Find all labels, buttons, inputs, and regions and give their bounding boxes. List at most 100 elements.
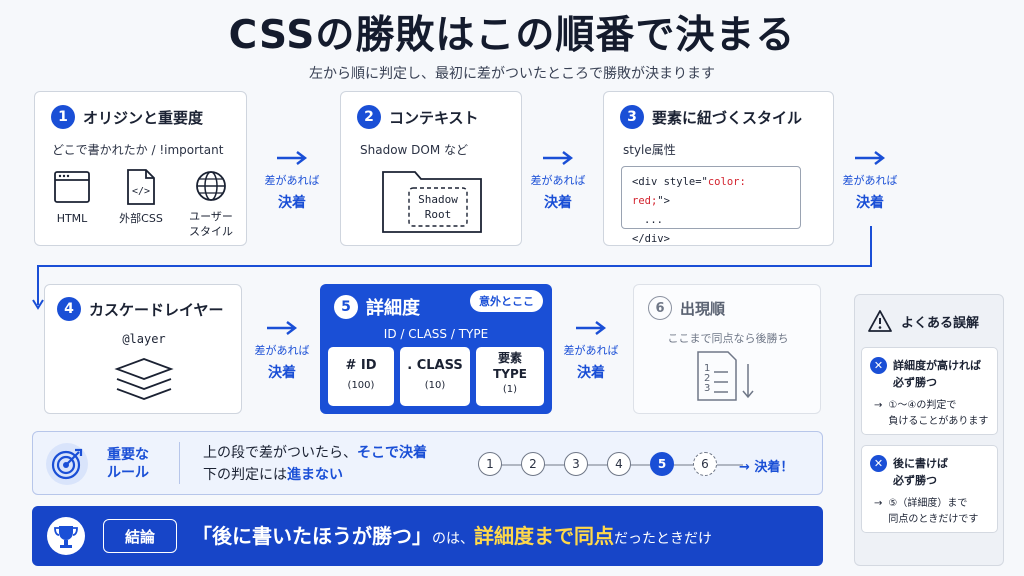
rule-text: 上の段で差がついたら、そこで決着 下の判定には進まない xyxy=(203,442,427,487)
spec-box-id: # ID (100) xyxy=(328,347,394,406)
step-2-desc: Shadow DOM など xyxy=(360,143,469,157)
code-dots: ... xyxy=(644,213,663,226)
class-label: CLASS xyxy=(416,358,463,373)
step-3-title: 要素に紐づくスタイル xyxy=(652,108,803,127)
conclusion-part3: 詳細度まで同点 xyxy=(474,524,614,548)
conclusion-label-box: 結論 xyxy=(103,519,177,553)
step-2-card: 2 コンテキスト Shadow DOM など Shadow Root xyxy=(340,91,522,246)
misconceptions-panel: よくある誤解 ✕ 詳細度が高ければ 必ず勝つ → ①〜④の判定で 負けることがあ… xyxy=(854,294,1004,566)
connector-4-line1: 差があれば xyxy=(254,344,310,357)
flow-step-4: 4 xyxy=(607,452,631,476)
spec-box-type: 要素 TYPE (1) xyxy=(476,347,544,406)
right-arrow-icon xyxy=(576,321,606,335)
trophy-icon xyxy=(47,517,85,555)
misconception-2-body: ⑤（詳細度）まで 同点のときだけです xyxy=(888,498,979,525)
rule-line2-a: 下の判定には xyxy=(203,467,287,484)
page-title: CSSの勝敗はこの順番で決まる xyxy=(228,13,796,58)
connector-4: 差があれば 決着 xyxy=(252,320,312,382)
right-arrow-icon xyxy=(543,151,573,165)
step-6-card: 6 出現順 ここまで同点なら後勝ち 1 2 3 xyxy=(633,284,821,414)
conclusion-label: 結論 xyxy=(124,527,155,546)
class-value: (10) xyxy=(424,380,446,391)
flow-step-2: 2 xyxy=(521,452,545,476)
list-num-1: 1 xyxy=(704,363,711,374)
globe-icon xyxy=(196,171,226,201)
warning-icon xyxy=(868,310,892,332)
important-rule-bar: 重要な ルール 上の段で差がついたら、そこで決着 下の判定には進まない 1 2 … xyxy=(32,431,823,495)
id-value: (100) xyxy=(347,380,375,391)
step-4-card: 4 カスケードレイヤー @layer xyxy=(44,284,242,414)
step-1-title: オリジンと重要度 xyxy=(83,108,204,127)
connector-1-line2: 決着 xyxy=(278,195,306,211)
step-5-card: 5 詳細度 意外とここ ID / CLASS / TYPE # ID (100)… xyxy=(320,284,552,414)
connector-5: 差があれば 決着 xyxy=(561,320,621,382)
page-subtitle: 左から順に判定し、最初に差がついたところで勝敗が決まります xyxy=(309,66,715,82)
step-5-badge-text: 意外とここ xyxy=(479,295,534,308)
step-5-subtitle: ID / CLASS / TYPE xyxy=(383,327,489,341)
conclusion-part1: 「後に書いたほうが勝つ」 xyxy=(192,524,432,548)
code-open: <div style=" xyxy=(632,176,708,188)
shadow-root-label: Shadow Root xyxy=(418,193,458,221)
misconception-1-head: 詳細度が高ければ 必ず勝つ xyxy=(893,359,981,390)
connector-1: 差があれば 決着 xyxy=(262,150,322,212)
connector-2: 差があれば 決着 xyxy=(528,150,588,212)
right-arrow-icon xyxy=(277,151,307,165)
misconception-2: ✕ 後に書けば 必ず勝つ → ⑤（詳細度）まで 同点のときだけです xyxy=(861,445,998,533)
flow-step-1: 1 xyxy=(478,452,502,476)
connector-2-line2: 決着 xyxy=(544,195,572,211)
list-num-2: 2 xyxy=(704,373,711,384)
rule-line2-b: 進まない xyxy=(287,467,343,484)
connector-2-line1: 差があれば xyxy=(530,174,586,187)
id-label: ID xyxy=(360,358,377,373)
user-style-item: ユーザー スタイル xyxy=(181,169,241,240)
list-num-3: 3 xyxy=(704,383,711,394)
step-1-card: 1 オリジンと重要度 どこで書かれたか / !important HTML </… xyxy=(34,91,247,246)
flow-step-3: 3 xyxy=(564,452,588,476)
step-1-number: 1 xyxy=(51,105,75,129)
code-attr: color: red; xyxy=(632,176,746,207)
html-label: HTML xyxy=(56,212,88,225)
conclusion-text: 「後に書いたほうが勝つ」のは、詳細度まで同点だったときだけ xyxy=(192,520,712,549)
browser-window-icon xyxy=(54,171,90,203)
step-4-title: カスケードレイヤー xyxy=(89,300,224,319)
x-icon: ✕ xyxy=(870,357,887,374)
rule-divider xyxy=(179,442,180,484)
x-icon: ✕ xyxy=(870,455,887,472)
html-item: HTML xyxy=(52,170,92,227)
misconception-1-arrow: → xyxy=(874,400,883,411)
connector-1-line1: 差があれば xyxy=(264,174,320,187)
rule-label: 重要な ルール xyxy=(107,447,149,482)
user-style-label: ユーザー スタイル xyxy=(189,210,233,238)
step-6-number: 6 xyxy=(648,296,672,320)
ordered-list-icon xyxy=(697,351,754,401)
connector-5-line1: 差があれば xyxy=(563,344,619,357)
layer-code: @layer xyxy=(122,332,166,346)
misconception-2-head: 後に書けば 必ず勝つ xyxy=(893,457,948,488)
code-close: "> xyxy=(657,194,670,207)
step-6-desc: ここまで同点なら後勝ち xyxy=(667,332,789,345)
misconception-2-arrow: → xyxy=(874,498,883,509)
rule-line1-a: 上の段で差がついたら、 xyxy=(203,445,357,461)
step-6-title: 出現順 xyxy=(680,299,726,318)
code-file-icon: </> xyxy=(127,169,155,205)
connector-3-line1: 差があれば xyxy=(842,174,898,187)
target-icon xyxy=(46,443,88,485)
connector-3: 差があれば 決着 xyxy=(840,150,900,212)
step-1-desc: どこで書かれたか / !important xyxy=(52,143,224,157)
code-end: </div> xyxy=(632,232,670,245)
connector-3-line2: 決着 xyxy=(856,195,884,211)
step-5-badge: 意外とここ xyxy=(470,290,543,312)
connector-4-line2: 決着 xyxy=(268,365,296,381)
step-3-card: 3 要素に紐づくスタイル style属性 <div style="color: … xyxy=(603,91,834,246)
class-symbol: . xyxy=(407,358,413,373)
external-css-item: </> 外部CSS xyxy=(111,168,171,227)
right-arrow-icon xyxy=(267,321,297,335)
connector-5-line2: 決着 xyxy=(577,365,605,381)
conclusion-bar: 結論 「後に書いたほうが勝つ」のは、詳細度まで同点だったときだけ xyxy=(32,506,823,566)
layers-icon xyxy=(114,358,174,400)
svg-text:</>: </> xyxy=(132,186,150,197)
misconception-1-body: ①〜④の判定で 負けることがあります xyxy=(888,400,989,427)
step-5-title: 詳細度 xyxy=(366,298,420,319)
style-code-box: <div style="color: red;"> ... </div> xyxy=(621,166,801,245)
id-symbol: # xyxy=(345,358,357,373)
